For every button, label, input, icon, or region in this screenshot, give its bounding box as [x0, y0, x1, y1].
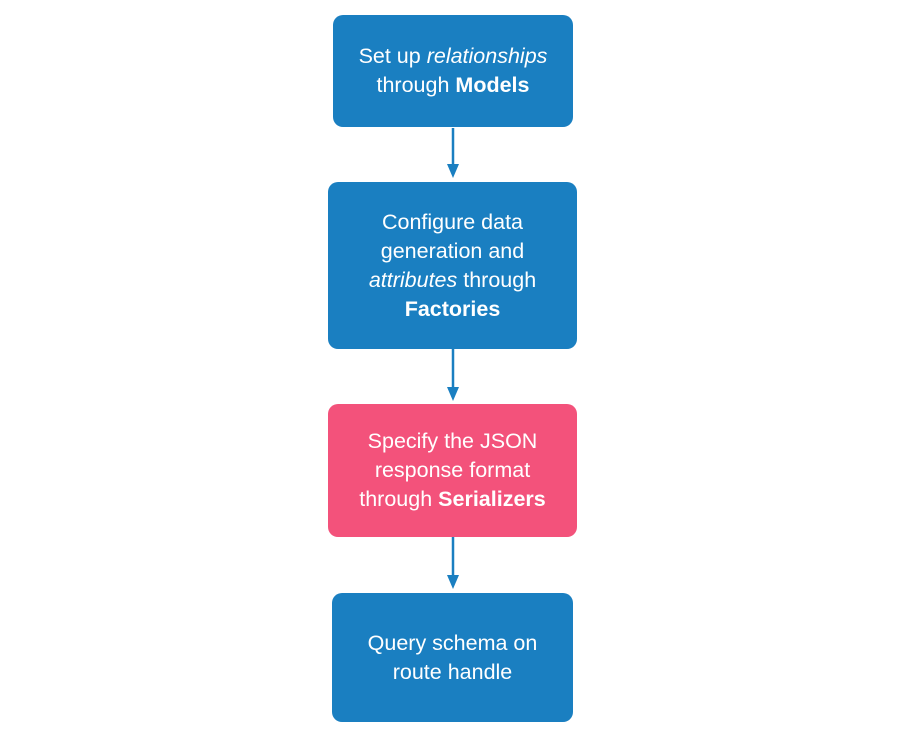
node-label: Specify the JSON response format through… [359, 427, 545, 514]
flow-arrow-models-to-factories [447, 128, 459, 178]
text-segment: Configure data [381, 209, 524, 234]
flow-arrow-factories-to-serializers [447, 349, 459, 401]
node-text-line: route handle [368, 658, 538, 687]
text-segment: response format [374, 458, 531, 482]
node-text-line: Specify the JSON [359, 427, 545, 456]
text-segment: route handle [392, 659, 513, 684]
node-text-line: Query schema on [368, 629, 538, 658]
text-segment: generation and [380, 238, 525, 263]
node-text-line: Configure data [369, 208, 536, 237]
node-text-line: Factories [369, 295, 536, 324]
text-segment: Specify the JSON [367, 429, 538, 453]
text-segment-italic: attributes [368, 267, 458, 292]
node-text-line: attributes through [369, 266, 536, 295]
arrow-head-icon [447, 387, 459, 401]
text-segment-italic: relationships [426, 44, 548, 68]
text-segment-bold: Models [455, 73, 530, 97]
text-segment: through [457, 267, 537, 292]
node-text-line: through Models [359, 71, 548, 100]
node-text-line: response format [359, 456, 545, 485]
node-label: Query schema on route handle [368, 629, 538, 687]
text-segment: Query schema on [367, 630, 538, 655]
text-segment-bold: Factories [404, 296, 501, 321]
text-segment: through [376, 73, 456, 97]
node-text-line: through Serializers [359, 485, 545, 514]
node-factories: Configure data generation and attributes… [328, 182, 577, 349]
node-route-handle: Query schema on route handle [332, 593, 573, 722]
arrow-head-icon [447, 164, 459, 178]
text-segment-bold: Serializers [438, 487, 546, 511]
text-segment: Set up [358, 44, 427, 68]
node-label: Configure data generation and attributes… [369, 208, 536, 324]
node-serializers: Specify the JSON response format through… [328, 404, 577, 537]
arrow-head-icon [447, 575, 459, 589]
node-models: Set up relationships through Models [333, 15, 573, 127]
text-segment: through [359, 487, 439, 511]
node-text-line: generation and [369, 237, 536, 266]
node-label: Set up relationships through Models [359, 42, 548, 100]
node-text-line: Set up relationships [359, 42, 548, 71]
flow-arrow-serializers-to-route-handle [447, 537, 459, 589]
